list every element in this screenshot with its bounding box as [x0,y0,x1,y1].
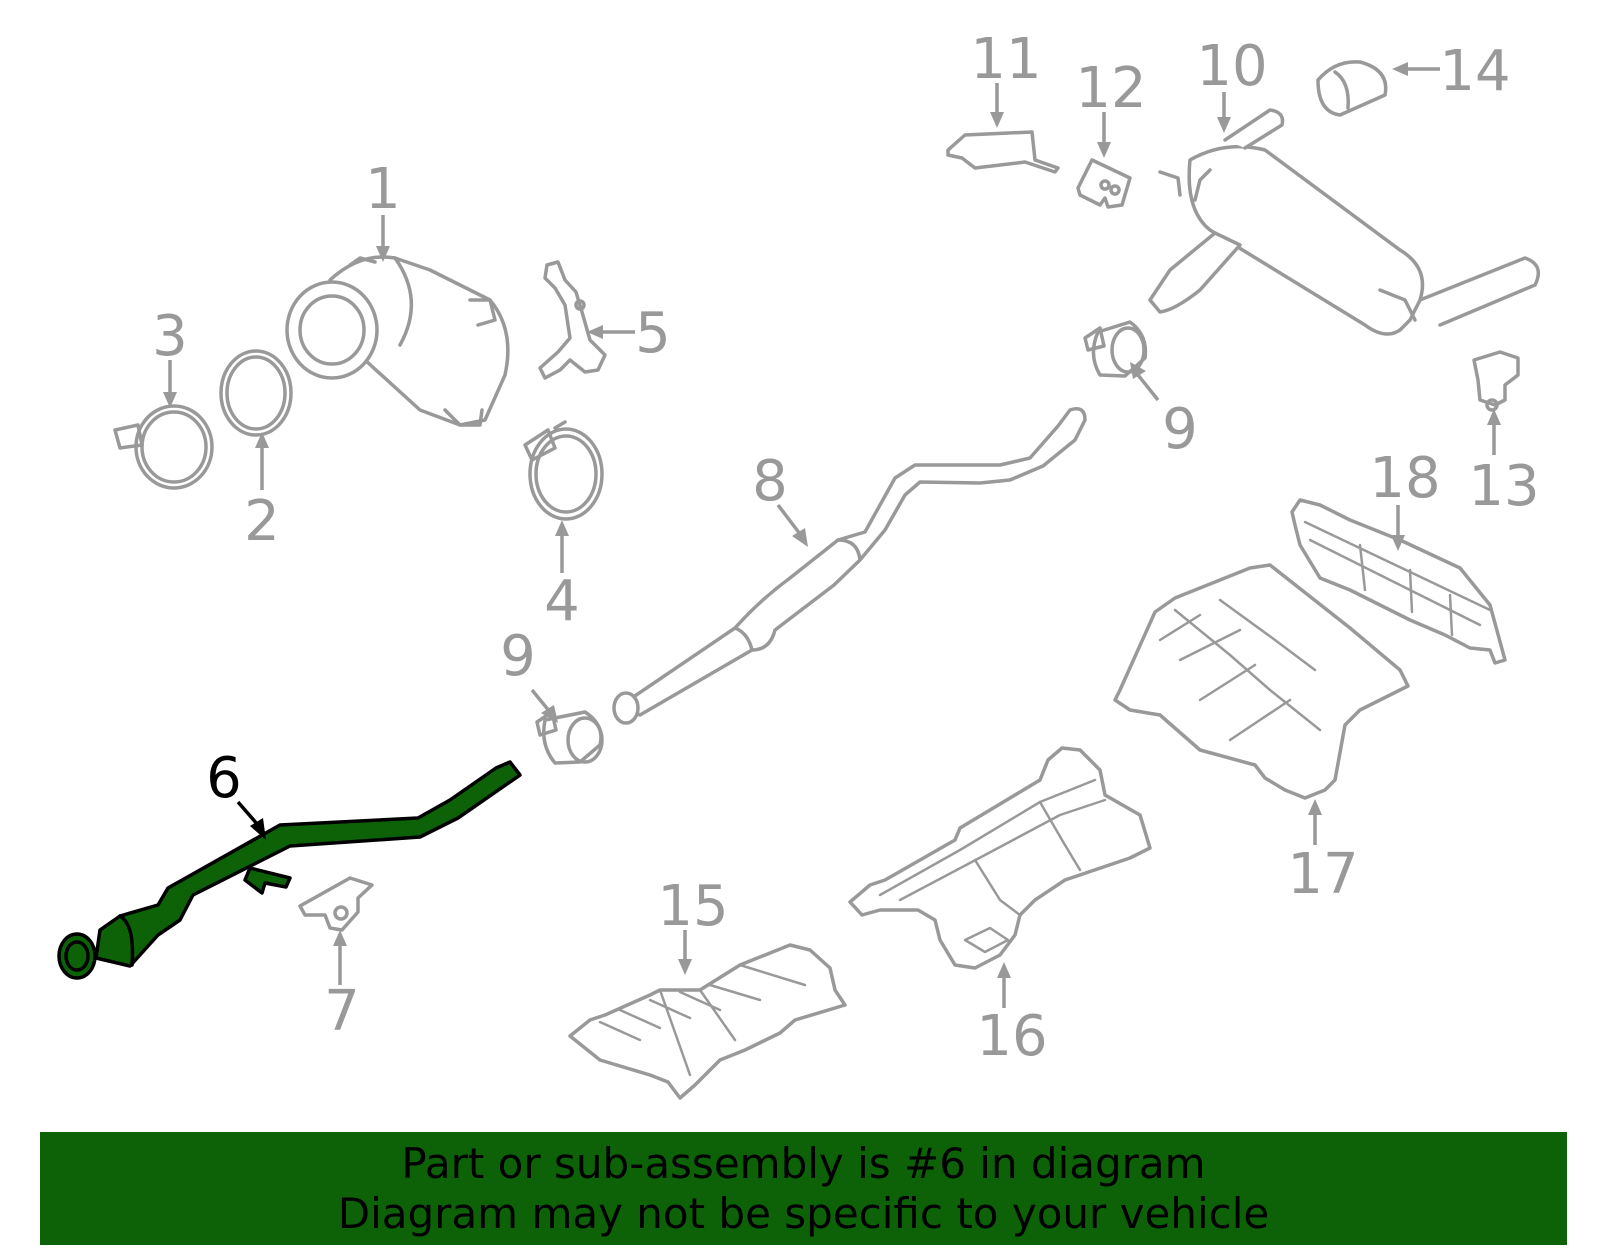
callout-18: 18 [1369,446,1440,511]
part-6-front-pipe[interactable] [57,760,522,980]
callout-8: 8 [752,449,788,514]
callout-1: 1 [365,157,401,222]
callout-10: 10 [1196,34,1267,99]
part-12-hanger[interactable] [1076,158,1132,209]
callout-2: 2 [244,489,280,554]
callout-12: 12 [1075,56,1146,121]
callout-arrows [163,62,1501,1008]
part-14-exhaust-tip[interactable] [1316,60,1388,117]
callout-11: 11 [970,27,1041,92]
callout-17: 17 [1287,842,1358,907]
part-4-clamp[interactable] [523,420,604,521]
part-2-gasket[interactable] [219,349,293,437]
part-8-center-pipe[interactable] [612,407,1087,725]
part-18-heat-shield[interactable] [1290,498,1507,665]
part-15-heat-shield[interactable] [568,943,847,1100]
callout-6: 6 [206,746,242,811]
banner-line-1: Part or sub-assembly is #6 in diagram [401,1138,1206,1188]
callout-14: 14 [1439,39,1510,104]
part-16-heat-shield[interactable] [848,746,1152,970]
part-3-clamp[interactable] [113,404,214,490]
callout-13: 13 [1468,454,1539,519]
callout-4: 4 [544,569,580,634]
part-17-heat-shield[interactable] [1113,563,1410,800]
callout-3: 3 [152,304,188,369]
callout-9-lower: 9 [500,624,536,689]
part-13-sensor[interactable] [1472,350,1520,412]
callout-labels: 1 2 3 4 5 6 7 8 9 9 10 11 12 13 14 15 16… [152,27,1539,1069]
part-9-clamp-lower[interactable] [535,710,604,765]
part-5-bracket[interactable] [538,260,607,380]
banner-line-2: Diagram may not be specific to your vehi… [337,1188,1270,1238]
callout-9-upper: 9 [1162,397,1198,462]
part-1-converter[interactable] [285,255,510,427]
callout-7: 7 [324,979,360,1044]
info-banner: Part or sub-assembly is #6 in diagram Di… [40,1132,1567,1245]
part-11-bracket[interactable] [946,130,1060,174]
callout-15: 15 [657,874,728,939]
callout-16: 16 [976,1004,1047,1069]
part-7-bracket[interactable] [298,876,374,932]
callout-5: 5 [635,301,671,366]
part-10-muffler[interactable] [1148,108,1541,336]
